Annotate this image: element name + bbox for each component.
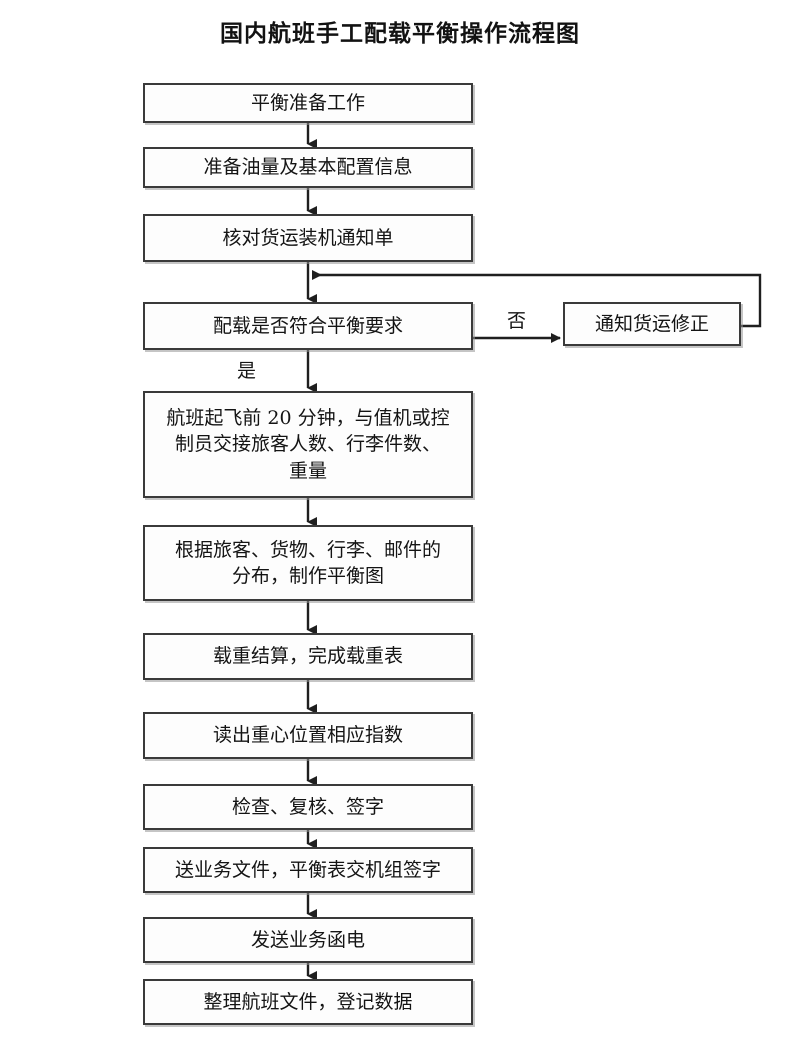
node-label: 载重结算，完成载重表 (212, 645, 403, 668)
node-weight-settlement[interactable]: 载重结算，完成载重表 (143, 633, 473, 680)
node-read-center-of-gravity-index[interactable]: 读出重心位置相应指数 (143, 712, 473, 759)
node-label: 通知货运修正 (594, 312, 709, 335)
node-archive-flight-documents[interactable]: 整理航班文件，登记数据 (143, 979, 473, 1025)
node-create-balance-chart[interactable]: 根据旅客、货物、行李、邮件的 分布，制作平衡图 (143, 525, 473, 601)
edge-label-no: 否 (507, 310, 527, 332)
node-label: 检查、复核、签字 (231, 795, 384, 818)
node-check-review-sign[interactable]: 检查、复核、签字 (143, 784, 473, 830)
node-deliver-documents-crew-signature[interactable]: 送业务文件，平衡表交机组签字 (143, 847, 473, 893)
node-label: 送业务文件，平衡表交机组签字 (174, 858, 441, 881)
edge-label-yes: 是 (237, 360, 257, 382)
node-verify-cargo-loading-notice[interactable]: 核对货运装机通知单 (143, 214, 473, 262)
node-handover-passenger-baggage-data[interactable]: 航班起飞前 20 分钟，与值机或控 制员交接旅客人数、行李件数、 重量 (143, 391, 473, 498)
node-label: 航班起飞前 20 分钟，与值机或控 制员交接旅客人数、行李件数、 重量 (166, 407, 450, 482)
node-label: 平衡准备工作 (250, 91, 365, 114)
node-label: 发送业务函电 (250, 928, 365, 951)
node-label: 根据旅客、货物、行李、邮件的 分布，制作平衡图 (174, 538, 441, 587)
node-prepare-fuel-and-config[interactable]: 准备油量及基本配置信息 (143, 147, 473, 188)
node-label: 配载是否符合平衡要求 (212, 314, 403, 337)
node-label: 整理航班文件，登记数据 (203, 990, 413, 1013)
node-label: 读出重心位置相应指数 (212, 724, 403, 747)
node-decision-load-meets-balance[interactable]: 配载是否符合平衡要求 (143, 302, 473, 350)
page-title: 国内航班手工配载平衡操作流程图 (220, 20, 580, 47)
node-balance-preparation[interactable]: 平衡准备工作 (143, 83, 473, 123)
node-notify-cargo-correction[interactable]: 通知货运修正 (563, 302, 741, 346)
node-label: 准备油量及基本配置信息 (203, 156, 413, 179)
node-label: 核对货运装机通知单 (222, 226, 394, 249)
node-send-business-telegram[interactable]: 发送业务函电 (143, 917, 473, 963)
